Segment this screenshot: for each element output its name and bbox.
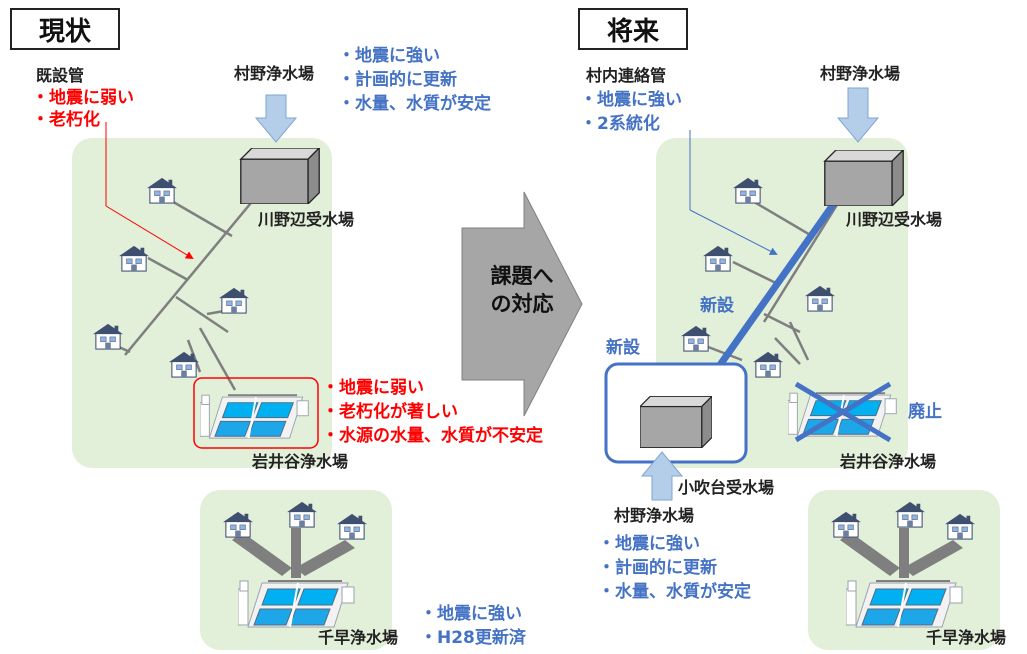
abolished-label: 廃止	[908, 402, 942, 422]
current-chihaya-label: 千早浄水場	[318, 628, 399, 647]
future-heading: 将来	[578, 8, 688, 50]
future-inflow-arrow-top	[836, 87, 880, 143]
kobukidai-label: 小吹台受水場	[678, 478, 775, 497]
existing-pipe-issue: ・老朽化	[32, 110, 100, 130]
current-chihaya-network	[232, 528, 355, 578]
existing-pipe-issue: ・地震に弱い	[32, 88, 134, 108]
new-pipe-label: 新設	[700, 296, 734, 316]
existing-pipe-pointer	[105, 205, 194, 260]
future-inflow-arrow-bottom	[640, 451, 684, 501]
future-kawanobe-label: 川野辺受水場	[846, 210, 943, 229]
chihaya-merit: ・地震に強い	[420, 604, 522, 624]
current-service-area	[72, 138, 332, 468]
future-murano-merit: ・計画的に更新	[598, 558, 717, 578]
link-pipe-merit: ・地震に強い	[580, 90, 682, 110]
link-pipe-pointer	[689, 209, 778, 255]
current-heading: 現状	[10, 8, 120, 50]
iwaitani-issue: ・老朽化が著しい	[322, 402, 458, 422]
current-murano-merit: ・計画的に更新	[338, 70, 457, 90]
current-murano-label: 村野浄水場	[234, 64, 315, 83]
current-kawanobe-station	[240, 148, 320, 204]
link-pipe-merit: ・2系統化	[580, 114, 660, 134]
link-pipe-label: 村内連絡管	[586, 66, 667, 85]
future-murano-merit: ・水量、水質が安定	[598, 582, 751, 602]
current-inflow-arrow	[254, 94, 298, 143]
iwaitani-highlight-frame	[193, 377, 319, 449]
future-iwaitani-label: 岩井谷浄水場	[840, 452, 937, 471]
future-kawanobe-station	[824, 150, 904, 206]
iwaitani-issue: ・地震に弱い	[322, 378, 424, 398]
abolished-cross-icon	[794, 381, 892, 443]
future-murano-bottom-label: 村野浄水場	[614, 506, 695, 525]
future-murano-merit: ・地震に強い	[598, 534, 700, 554]
future-murano-top-label: 村野浄水場	[820, 64, 901, 83]
current-iwaitani-label: 岩井谷浄水場	[252, 452, 349, 471]
chihaya-merit: ・H28更新済	[420, 628, 526, 648]
iwaitani-issue: ・水源の水量、水質が不安定	[322, 426, 543, 446]
transition-label-line: 課題へ	[490, 264, 554, 288]
future-kobukidai-station	[640, 396, 712, 448]
current-murano-merit: ・地震に強い	[338, 46, 440, 66]
transition-label: 課題へ の対応	[472, 262, 572, 319]
future-chihaya-label: 千早浄水場	[926, 628, 1007, 647]
future-chihaya-network	[840, 528, 963, 578]
current-murano-merit: ・水量、水質が安定	[338, 94, 491, 114]
transition-arrow	[461, 191, 583, 417]
transition-label-line: の対応	[490, 292, 554, 317]
current-kawanobe-label: 川野辺受水場	[258, 210, 355, 229]
existing-pipe-label: 既設管	[36, 66, 85, 85]
new-station-label: 新設	[606, 338, 640, 358]
